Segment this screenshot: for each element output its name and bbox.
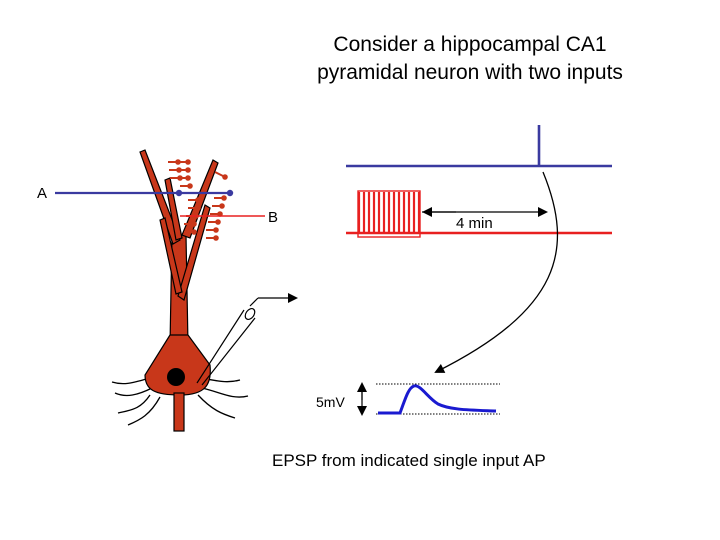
spike-to-epsp-arrow [434,171,559,373]
duration-label: 4 min [456,215,493,232]
epsp-trace [378,384,497,415]
input-a-terminal [226,189,234,197]
dendritic-spines [168,159,228,241]
axon [173,392,185,432]
title-line-2: pyramidal neuron with two inputs [317,61,623,84]
basal-dendrites [111,377,249,426]
dendrite-branch-right-lower [177,204,211,301]
tetanus-train [357,192,421,233]
recording-electrode [196,293,298,386]
dendrite-branch-left-lower [159,217,183,295]
input-b-protocol [346,190,612,238]
input-a-synapse [175,189,183,197]
input-a-protocol [346,125,612,168]
input-a-label: A [37,185,48,202]
dendrite-branch-left [139,149,181,245]
scale-label: 5mV [316,394,345,410]
nucleus [167,368,185,386]
title-line-1: Consider a hippocampal CA1 [333,33,607,56]
input-b-label: B [268,209,279,226]
epsp-caption: EPSP from indicated single input AP [272,451,546,470]
soma [144,334,211,396]
